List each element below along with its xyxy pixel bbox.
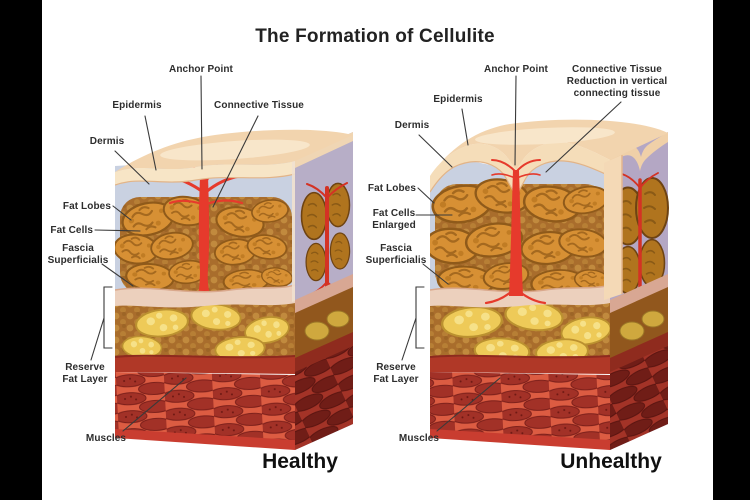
page-title: The Formation of Cellulite: [255, 26, 495, 47]
caption-healthy: Healthy: [262, 450, 338, 473]
label-reserve-fat-layer-unhealthy: Reserve Fat Layer: [373, 362, 419, 385]
label-muscles-unhealthy: Muscles: [398, 433, 440, 444]
label-fat-lobes-unhealthy: Fat Lobes: [367, 183, 416, 194]
unhealthy-block: [430, 119, 669, 450]
label-fat-cells-healthy: Fat Cells: [50, 225, 93, 236]
healthy-block: [115, 129, 353, 450]
label-fascia-superficialis-unhealthy: Fascia Superficialis: [365, 243, 427, 266]
connective-tissue-red-unhealthy: [484, 159, 547, 305]
label-dermis-healthy: Dermis: [89, 136, 125, 147]
label-dermis-unhealthy: Dermis: [394, 120, 430, 131]
label-connective-tissue-healthy: Connective Tissue: [214, 100, 304, 111]
caption-unhealthy: Unhealthy: [560, 450, 662, 473]
label-epidermis-unhealthy: Epidermis: [433, 94, 483, 105]
label-muscles-healthy: Muscles: [85, 433, 127, 444]
label-fat-cells-enlarged-unhealthy: Fat Cells Enlarged: [372, 208, 416, 231]
label-connective-tissue-reduction-unhealthy: Connective Tissue Reduction in vertical …: [566, 64, 668, 99]
label-reserve-fat-layer-healthy: Reserve Fat Layer: [62, 362, 108, 385]
label-fascia-superficialis-healthy: Fascia Superficialis: [47, 243, 109, 266]
label-fat-lobes-healthy: Fat Lobes: [62, 201, 111, 212]
label-anchor-point-healthy: Anchor Point: [169, 64, 233, 75]
leader-lines: [90, 75, 622, 432]
label-anchor-point-unhealthy: Anchor Point: [484, 64, 548, 75]
label-epidermis-healthy: Epidermis: [112, 100, 162, 111]
